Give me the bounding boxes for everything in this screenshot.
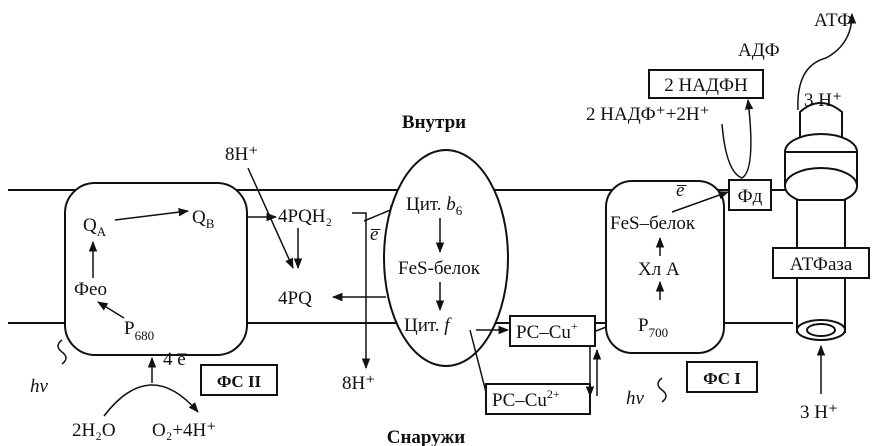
pqh2-label: 4PQH₂ (278, 206, 332, 227)
cyt-b6-label: Цит. b6 (406, 194, 463, 218)
photosystem-2: QA QB Феo P680 (65, 183, 247, 355)
light-wave-right (658, 378, 666, 402)
hv-left-label: hv (30, 376, 49, 397)
ps1-label: ФС I (703, 369, 741, 388)
pheo-label: Феo (74, 279, 107, 300)
arrow-h-out (352, 213, 366, 368)
nadp-label: 2 НАДФ⁺+2H⁺ (586, 104, 710, 125)
outside-label: Снаружи (387, 427, 466, 446)
chl-a-label: Хл A (638, 259, 680, 280)
ps2-label: ФС II (217, 372, 262, 391)
atpase-label: АТФаза (790, 254, 853, 275)
fes-ps1-label: FeS–белок (610, 213, 696, 234)
photosystem-1: P700 Хл A FeS–белок e̅ (606, 180, 728, 353)
nadph-label: 2 НАДФН (664, 75, 748, 96)
water-arc (104, 385, 198, 416)
fes-b6f-label: FeS-белок (398, 258, 481, 279)
cytochrome-b6f-complex: Цит. b6 FeS-белок Цит. f (384, 150, 508, 366)
three-h-top-label: 3 H⁺ (804, 90, 842, 111)
four-e-label: 4 e̅ (163, 349, 187, 370)
oxygen-label: O₂+4H⁺ (152, 420, 216, 441)
three-h-bottom-label: 3 H⁺ (800, 402, 838, 423)
pc-cu1-label: PC–Cu+ (516, 319, 578, 343)
e-mid-label: e̅ (370, 224, 381, 245)
adp-label: АДФ (738, 40, 780, 61)
pq-label: 4PQ (278, 288, 312, 309)
hv-right-label: hv (626, 388, 645, 409)
atpase-head-bottom (785, 168, 857, 204)
atp-label: АТФ (814, 10, 852, 31)
water-label: 2H₂O (72, 420, 116, 441)
atpase-base-inner (807, 324, 835, 336)
fd-label: Фд (738, 186, 763, 207)
h-in-top-label: 8H⁺ (225, 144, 258, 165)
h-out-bottom-label: 8H⁺ (342, 373, 375, 394)
arrow-nadp-reduction (722, 100, 751, 178)
light-wave-left (58, 340, 66, 364)
inside-label: Внутри (402, 112, 466, 133)
atp-synthase: АТФаза (773, 103, 869, 340)
cyt-f-label: Цит. f (404, 315, 452, 336)
